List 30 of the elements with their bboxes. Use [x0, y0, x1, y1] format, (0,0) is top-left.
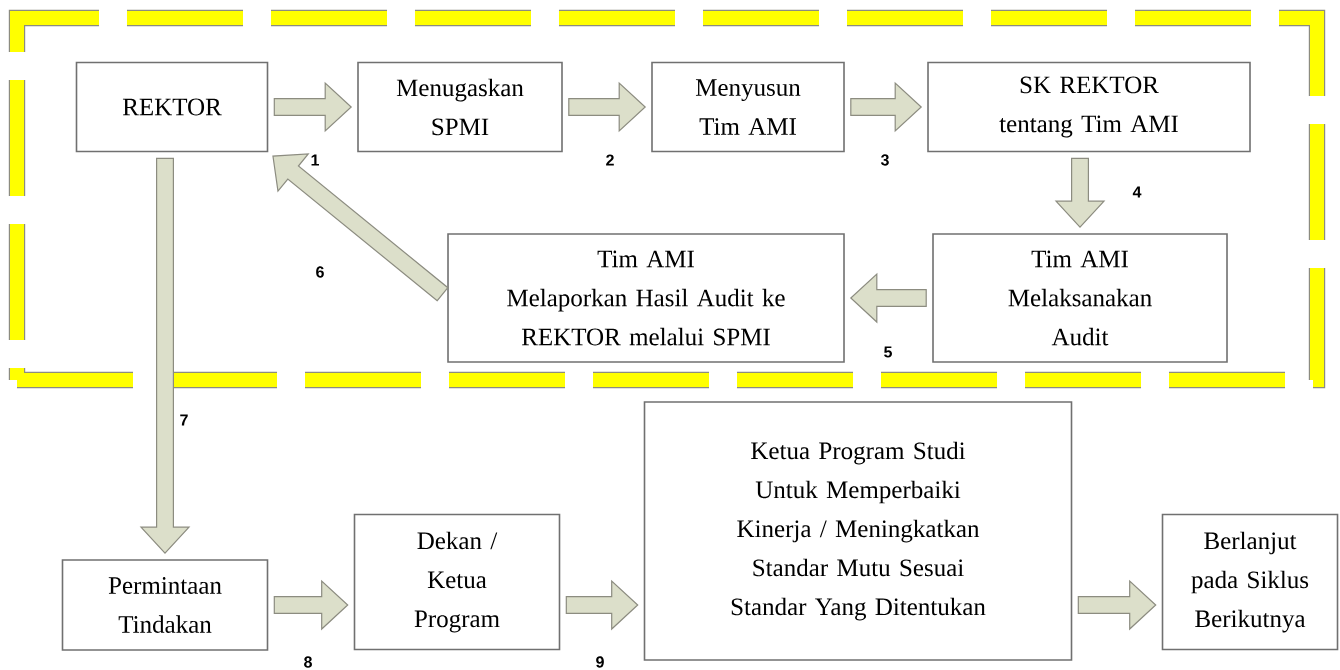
process-box: Tim AMI Melaksanakan Audit — [932, 233, 1228, 363]
step-number: 1 — [311, 154, 319, 166]
step-number: 8 — [304, 656, 312, 668]
block-arrow — [565, 579, 639, 631]
block-arrow — [139, 157, 191, 555]
step-number: 6 — [316, 266, 324, 278]
step-number: 5 — [884, 346, 892, 358]
block-arrow — [849, 272, 927, 324]
process-box: Dekan / Ketua Program — [353, 513, 561, 651]
block-arrow — [1077, 579, 1157, 631]
step-number: 3 — [880, 154, 889, 166]
step-number: 7 — [180, 414, 188, 426]
process-box: Tim AMI Melaporkan Hasil Audit ke REKTOR melalui SPMI — [447, 233, 845, 363]
block-arrow — [568, 81, 647, 133]
process-box: SK REKTOR tentang Tim AMI — [927, 61, 1251, 153]
block-arrow — [850, 81, 923, 133]
step-number: 2 — [606, 154, 614, 166]
process-box: Menyusun Tim AMI — [651, 61, 845, 153]
process-box: Ketua Program Studi Untuk Memperbaiki Kinerja / Meningkatkan Standar Mutu Sesuai Standar Yang Ditentukan — [643, 401, 1073, 661]
process-box: Berlanjut pada Siklus Berikutnya — [1161, 513, 1339, 651]
step-number: 4 — [1132, 186, 1142, 198]
process-box: REKTOR — [75, 61, 269, 153]
process-box: Permintaan Tindakan — [61, 559, 269, 651]
dashed-frame — [8, 9, 1326, 389]
block-arrow — [1054, 157, 1106, 229]
block-arrow — [273, 579, 349, 631]
process-box: Menugaskan SPMI — [357, 61, 563, 153]
step-number: 9 — [596, 656, 604, 668]
block-arrow — [272, 153, 449, 302]
block-arrow — [273, 81, 353, 133]
